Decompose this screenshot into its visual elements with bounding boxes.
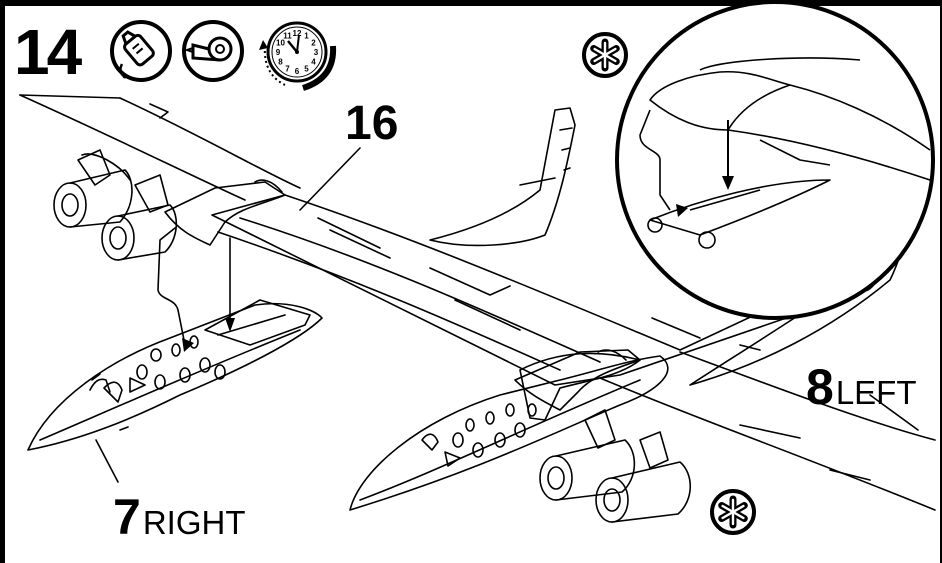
step-number: 14 [14,16,82,88]
clock-number: 2 [311,39,316,48]
assembly-guides [157,227,231,346]
tape-roll-icon [182,20,244,82]
leader-8 [869,394,919,431]
assembly-arrow [225,318,235,332]
leader-7 [95,439,119,483]
detail-magnifier [615,0,935,320]
wing-fairings [164,179,641,411]
clock-number: 4 [311,58,316,67]
engines-front [539,409,691,523]
clock-number: 3 [314,48,319,57]
clock-number: 1 [304,32,309,41]
fuselage-right [27,299,323,451]
clock-number: 5 [304,65,309,74]
callout-left-fuselage: 8LEFT [806,362,917,412]
callout-right-fuselage: 7RIGHT [113,492,245,542]
clock-number: 11 [283,32,292,41]
clock-number: 10 [276,39,285,48]
side-label-left: LEFT [835,374,917,411]
tail-fin-back [429,107,576,247]
cement-tube-icon [110,20,172,82]
clock-number: 8 [278,58,283,67]
side-label-right: RIGHT [142,504,246,541]
part-number-16: 16 [345,97,399,150]
assembly-arrow [182,338,194,352]
leader-16 [299,147,361,211]
part-number-7: 7 [113,489,141,545]
clock-number: 6 [295,67,300,76]
asterisk-detail-icon [582,32,628,78]
right-outer-wing [599,351,936,511]
engines-back [53,149,178,261]
part-number-8: 8 [806,359,834,415]
asterisk-detail-icon [710,489,756,535]
clock-number: 9 [276,48,281,57]
clock-number: 7 [285,65,290,74]
clock-number: 12 [293,29,302,38]
fuselage-left [349,352,669,511]
left-outer-wing [19,94,301,201]
